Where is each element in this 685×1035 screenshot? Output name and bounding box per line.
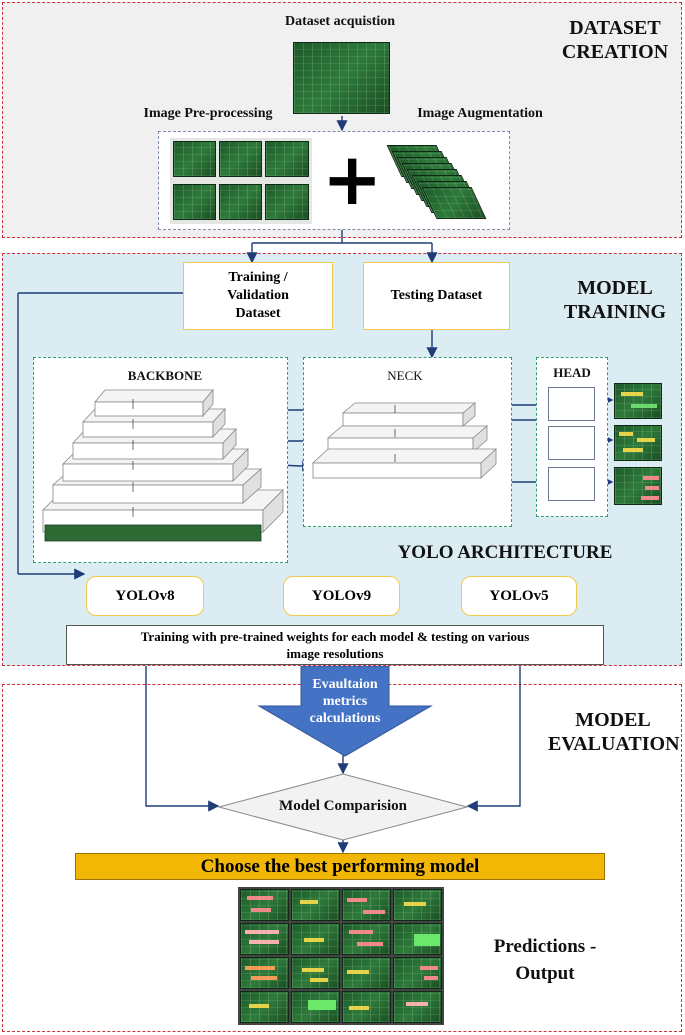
detection-box (637, 438, 655, 442)
detection-box (631, 404, 657, 408)
head-cell (548, 467, 595, 501)
model-comparison-label: Model Comparision (279, 798, 407, 814)
section-title-line: DATASET (569, 17, 661, 39)
detection-box (641, 496, 659, 500)
prediction-thumb (291, 923, 340, 955)
pcb-thumb (173, 184, 216, 220)
neck-label: NECK (387, 368, 423, 383)
detection-output-image (614, 425, 662, 461)
detection-box (623, 448, 643, 452)
prediction-thumb (240, 957, 289, 989)
prediction-thumb (240, 991, 289, 1023)
pcb-thumb (219, 184, 262, 220)
prediction-thumb (240, 889, 289, 921)
neck-layers (311, 402, 498, 479)
prediction-thumb (291, 991, 340, 1023)
backbone-layers (42, 388, 284, 542)
yolov9-pill: YOLOv9 (283, 576, 400, 616)
detection-box (645, 486, 659, 490)
detection-box (621, 392, 643, 396)
prediction-thumb (393, 991, 442, 1023)
metrics-line: metrics (322, 694, 368, 709)
plus-icon: + (322, 137, 383, 221)
head-label: HEAD (553, 365, 591, 380)
metrics-down-arrow (257, 666, 433, 757)
prediction-thumb (393, 923, 442, 955)
predictions-grid (238, 887, 444, 1025)
training-description-line: image resolutions (286, 646, 384, 661)
train-val-line: Validation (227, 288, 289, 303)
section-title-line: EVALUATION (548, 733, 680, 755)
pcb-augmented (421, 187, 487, 219)
yolo-architecture-label: YOLO ARCHITECTURE (397, 542, 613, 563)
section-title-line: MODEL (577, 277, 653, 299)
section-title-line: TRAINING (563, 301, 667, 323)
best-model-banner: Choose the best performing model (75, 853, 605, 880)
image-augmentation-label: Image Augmentation (417, 106, 543, 121)
head-cell (548, 426, 595, 460)
train-val-line: Training / (228, 270, 288, 285)
detection-box (619, 432, 633, 436)
predictions-line: Output (515, 963, 575, 984)
prediction-thumb (342, 923, 391, 955)
dataset-acquisition-label: Dataset acquistion (284, 14, 396, 29)
detection-output-image (614, 383, 662, 419)
section-title-line: CREATION (561, 41, 669, 63)
prediction-thumb (240, 923, 289, 955)
training-description-box: Training with pre-trained weights for ea… (66, 625, 604, 665)
pcb-image-acquisition (293, 42, 390, 114)
testing-dataset-box: Testing Dataset (363, 262, 510, 330)
model-evaluation-title: MODEL EVALUATION (548, 708, 680, 756)
pcb-thumb (173, 141, 216, 177)
detection-box (643, 476, 659, 480)
metrics-line: Evaultaion (312, 677, 378, 692)
train-val-line: Dataset (235, 306, 281, 321)
training-validation-dataset-box: Training / Validation Dataset (183, 262, 333, 330)
pcb-thumb (219, 141, 262, 177)
yolov8-pill: YOLOv8 (86, 576, 204, 616)
predictions-line: Predictions - (493, 936, 597, 957)
pcb-thumb (265, 141, 309, 177)
metrics-line: calculations (309, 711, 381, 726)
prediction-thumb (342, 889, 391, 921)
prediction-thumb (393, 889, 442, 921)
prediction-thumb (342, 991, 391, 1023)
prediction-thumb (291, 957, 340, 989)
image-preprocessing-label: Image Pre-processing (143, 106, 273, 121)
dataset-creation-title: DATASET CREATION (555, 16, 675, 64)
augmentation-stack (386, 145, 494, 225)
prediction-thumb (342, 957, 391, 989)
pcb-thumb (265, 184, 309, 220)
prediction-thumb (291, 889, 340, 921)
section-title-line: MODEL (575, 709, 651, 731)
backbone-label: BACKBONE (127, 368, 203, 383)
model-training-title: MODEL TRAINING (555, 276, 675, 324)
predictions-output-label: Predictions - Output (470, 933, 620, 987)
head-cell (548, 387, 595, 421)
training-description-line: Training with pre-trained weights for ea… (140, 629, 530, 644)
detection-output-image (614, 467, 662, 505)
yolov5-pill: YOLOv5 (461, 576, 577, 616)
metrics-label: Evaultaion metrics calculations (295, 676, 395, 727)
comparison-diamond (218, 773, 468, 841)
prediction-thumb (393, 957, 442, 989)
preprocessing-grid (170, 138, 312, 224)
